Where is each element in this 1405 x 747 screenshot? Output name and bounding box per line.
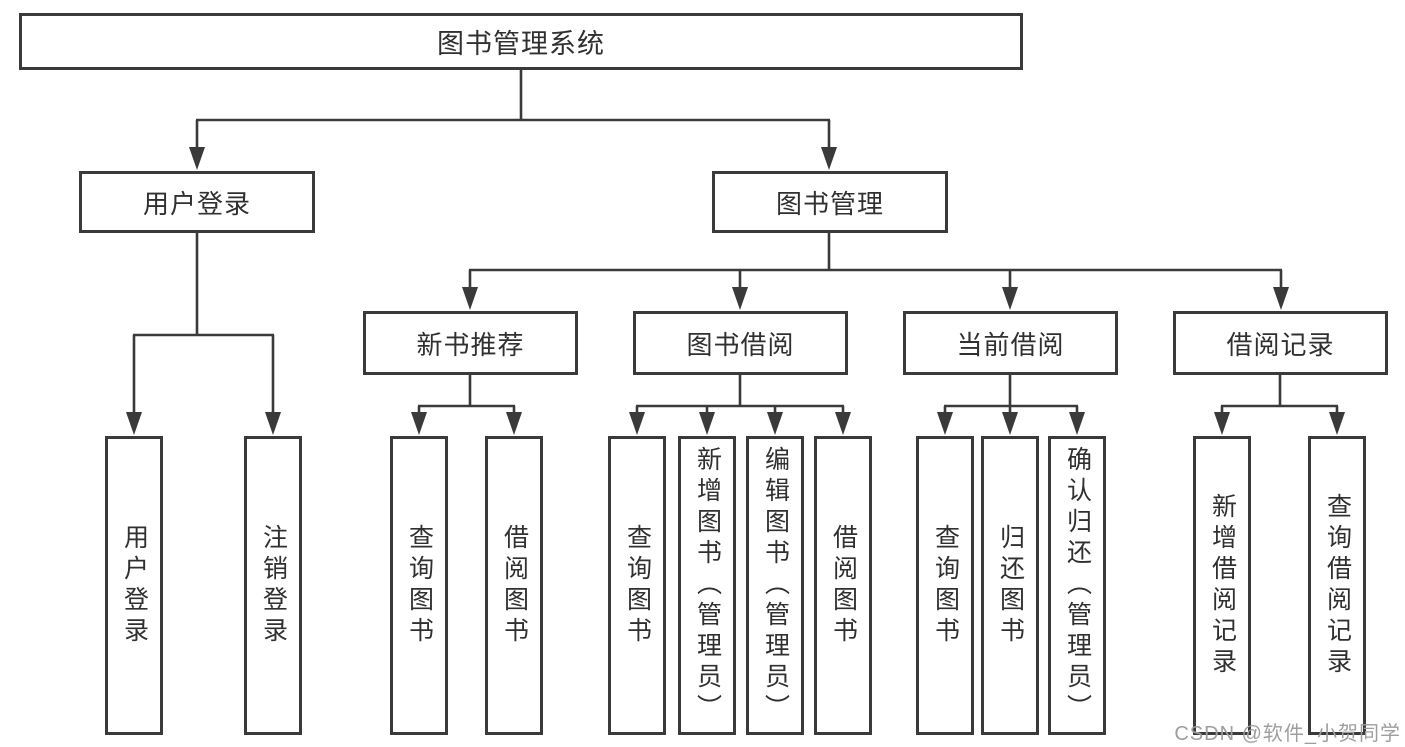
leaf-edit-books-admin: 编辑图书（管理员） <box>746 436 804 735</box>
node-user-login-module: 用户登录 <box>79 171 315 233</box>
leaf-add-books-admin: 新增图书（管理员） <box>678 436 736 735</box>
csdn-watermark: CSDN @软件_小贺同学 <box>1174 723 1401 745</box>
arrowhead <box>1002 287 1018 310</box>
connector-new-book-children <box>411 375 522 435</box>
arrowhead <box>1329 412 1345 435</box>
leaf-query-borrow-record: 查询借阅记录 <box>1308 436 1366 735</box>
arrowhead <box>265 412 281 435</box>
arrowhead <box>189 147 205 170</box>
arrowhead <box>835 412 851 435</box>
leaf-confirm-return-admin: 确认归还（管理员） <box>1048 436 1106 735</box>
leaf-add-borrow-record: 新增借阅记录 <box>1193 436 1251 735</box>
arrowhead <box>126 412 142 435</box>
leaf-return-books: 归还图书 <box>981 436 1039 735</box>
leaf-logout: 注销登录 <box>244 436 302 735</box>
arrowhead <box>937 412 953 435</box>
node-root-system: 图书管理系统 <box>19 13 1023 70</box>
arrowhead <box>767 412 783 435</box>
arrowhead <box>1273 287 1289 310</box>
node-current-borrowing: 当前借阅 <box>903 311 1118 375</box>
arrowhead <box>629 412 645 435</box>
leaf-query-books-borrowing: 查询图书 <box>608 436 666 735</box>
arrowhead <box>1069 412 1085 435</box>
connector-book-borrow-children <box>629 375 851 435</box>
arrowhead <box>411 412 427 435</box>
arrowhead <box>821 147 837 170</box>
leaf-borrow-books-borrowing: 借阅图书 <box>814 436 872 735</box>
leaf-borrow-books-recommend: 借阅图书 <box>485 436 543 735</box>
connector-user-login-children <box>126 233 281 435</box>
connector-borrow-record-children <box>1214 375 1345 435</box>
arrowhead <box>1002 412 1018 435</box>
node-borrowing-records: 借阅记录 <box>1173 311 1388 375</box>
arrowhead <box>699 412 715 435</box>
arrowhead <box>462 287 478 310</box>
arrowhead <box>506 412 522 435</box>
node-new-book-recommend: 新书推荐 <box>363 311 578 375</box>
leaf-query-books-current: 查询图书 <box>916 436 974 735</box>
connector-current-borrow-children <box>937 375 1085 435</box>
node-book-borrowing: 图书借阅 <box>633 311 848 375</box>
leaf-user-login: 用户登录 <box>105 436 163 735</box>
arrowhead <box>1214 412 1230 435</box>
connector-root-to-level2 <box>189 70 837 170</box>
arrowhead <box>732 287 748 310</box>
node-book-management-module: 图书管理 <box>712 171 948 233</box>
connector-book-mgmt-children <box>462 233 1289 310</box>
leaf-query-books-recommend: 查询图书 <box>390 436 448 735</box>
